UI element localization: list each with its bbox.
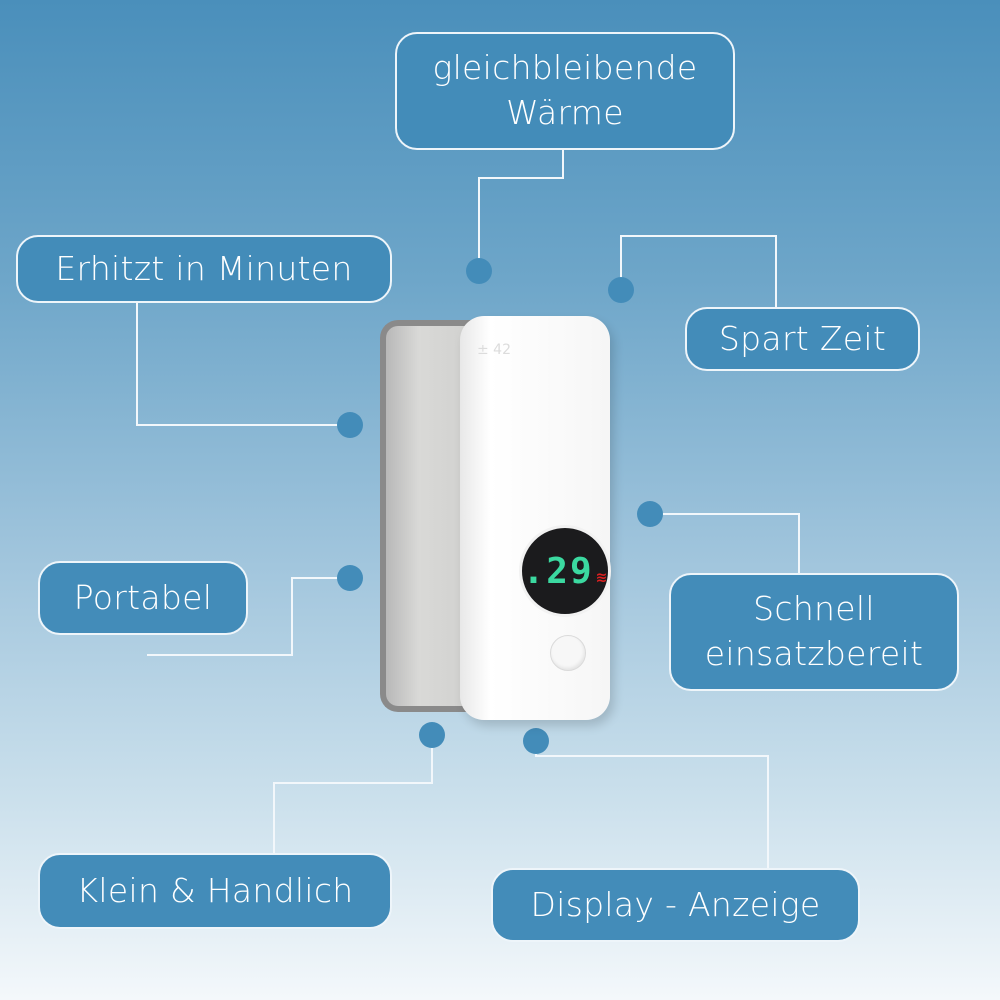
feature-constant-warmth: gleichbleibende Wärme [395, 32, 735, 150]
product-image-warmer: ± 42 .29 ≋ [372, 300, 632, 720]
feature-constant-warmth-line2: Wärme [506, 93, 624, 132]
device-body [460, 316, 610, 720]
feature-constant-warmth-line1: gleichbleibende [432, 48, 698, 88]
heat-icon: ≋ [595, 570, 608, 586]
power-button [550, 635, 586, 671]
display-digits: .29 [522, 550, 594, 592]
feature-saves-time-text: Spart Zeit [718, 318, 887, 358]
marker-dot-right-middle [637, 501, 663, 527]
feature-small-handy-text: Klein & Handlich [76, 870, 354, 910]
embossed-marking: ± 42 [477, 342, 511, 358]
feature-display: Display - Anzeige [491, 868, 860, 942]
feature-display-text: Display - Anzeige [530, 884, 821, 924]
marker-dot-top-right [608, 277, 634, 303]
feature-quick-ready-line2: einsatzbereit [704, 634, 924, 673]
temperature-display: .29 ≋ [519, 525, 611, 617]
marker-dot-left-lower [337, 565, 363, 591]
marker-dot-bottom-right [523, 728, 549, 754]
feature-small-handy: Klein & Handlich [38, 853, 392, 929]
feature-quick-ready-line1: Schnell [753, 589, 875, 629]
feature-portable-text: Portabel [73, 577, 213, 617]
feature-heats-in-minutes-text: Erhitzt in Minuten [55, 248, 353, 288]
marker-dot-bottom-left [419, 722, 445, 748]
feature-heats-in-minutes: Erhitzt in Minuten [16, 235, 392, 303]
marker-dot-top [466, 258, 492, 284]
marker-dot-left-upper [337, 412, 363, 438]
feature-saves-time: Spart Zeit [685, 307, 920, 371]
feature-portable: Portabel [38, 561, 248, 635]
feature-quick-ready: Schnell einsatzbereit [669, 573, 959, 691]
